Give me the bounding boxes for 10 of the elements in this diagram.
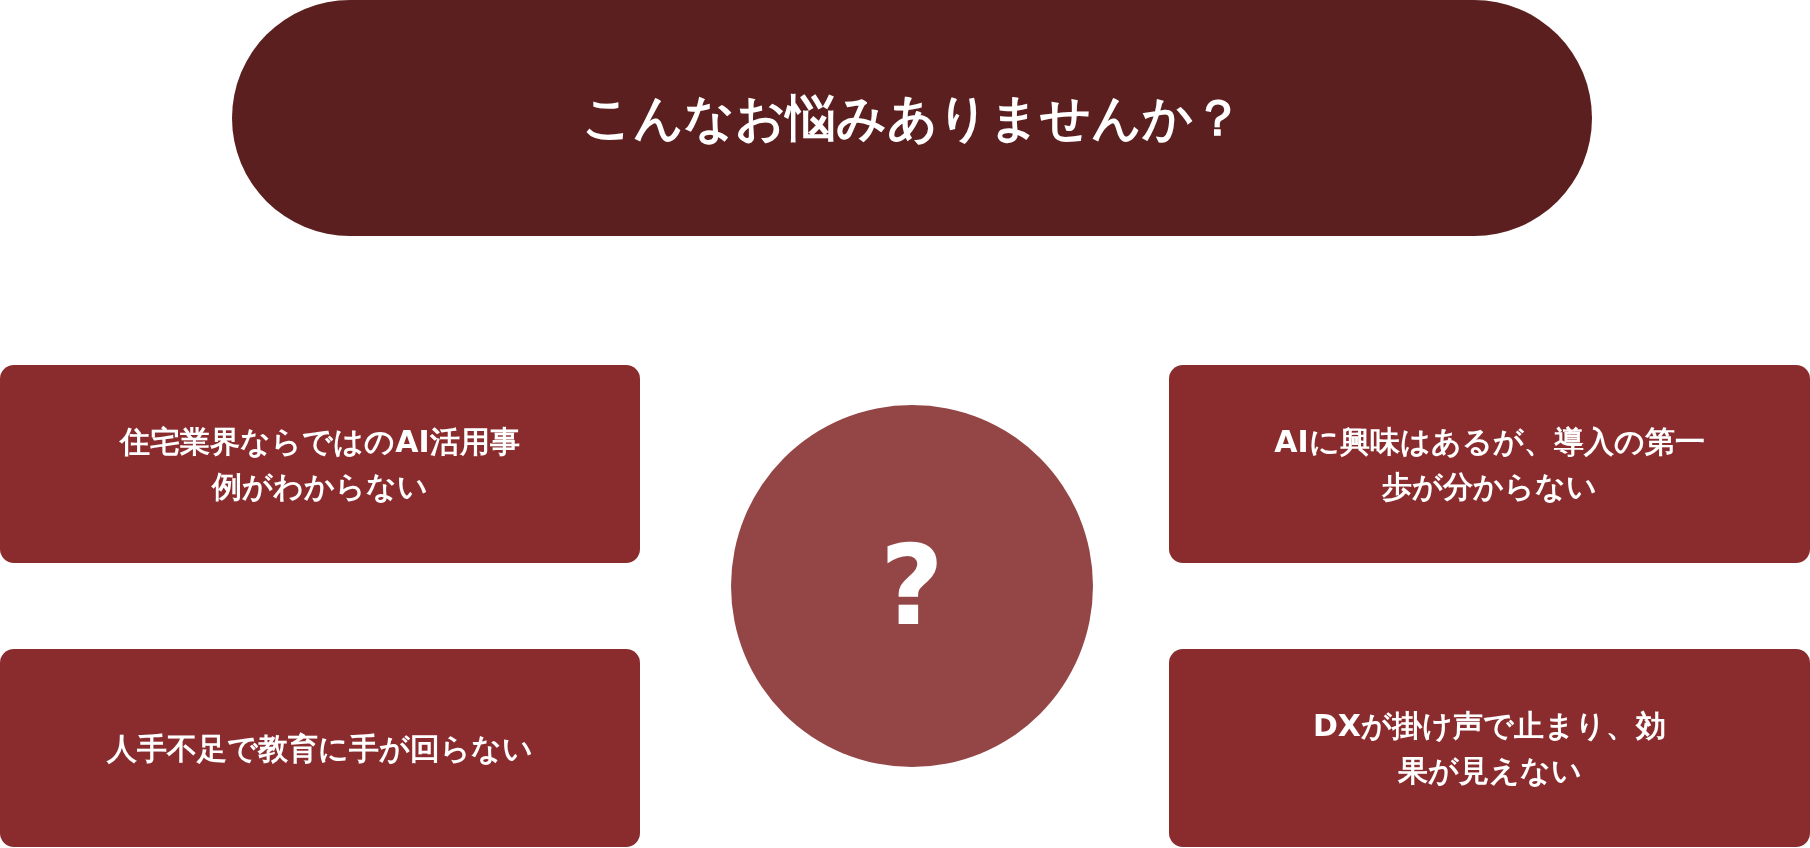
- question-mark: ?: [880, 520, 944, 652]
- problem-card: [0, 649, 640, 847]
- title-text: こんなお悩みありませんか？: [581, 87, 1243, 149]
- problem-text: 住宅業界ならではのAI活用事例がわからない: [120, 423, 520, 506]
- problem-text: DXが掛け声で止まり、効果が見えない: [1311, 707, 1667, 790]
- problem-text: 人手不足で教育に手が回らない: [107, 729, 533, 768]
- problem-card: [0, 365, 640, 563]
- problem-text: AIに興味はあるが、導入の第一歩が分からない: [1273, 423, 1706, 506]
- problem-card: [1169, 365, 1810, 563]
- problem-card: [1169, 649, 1810, 847]
